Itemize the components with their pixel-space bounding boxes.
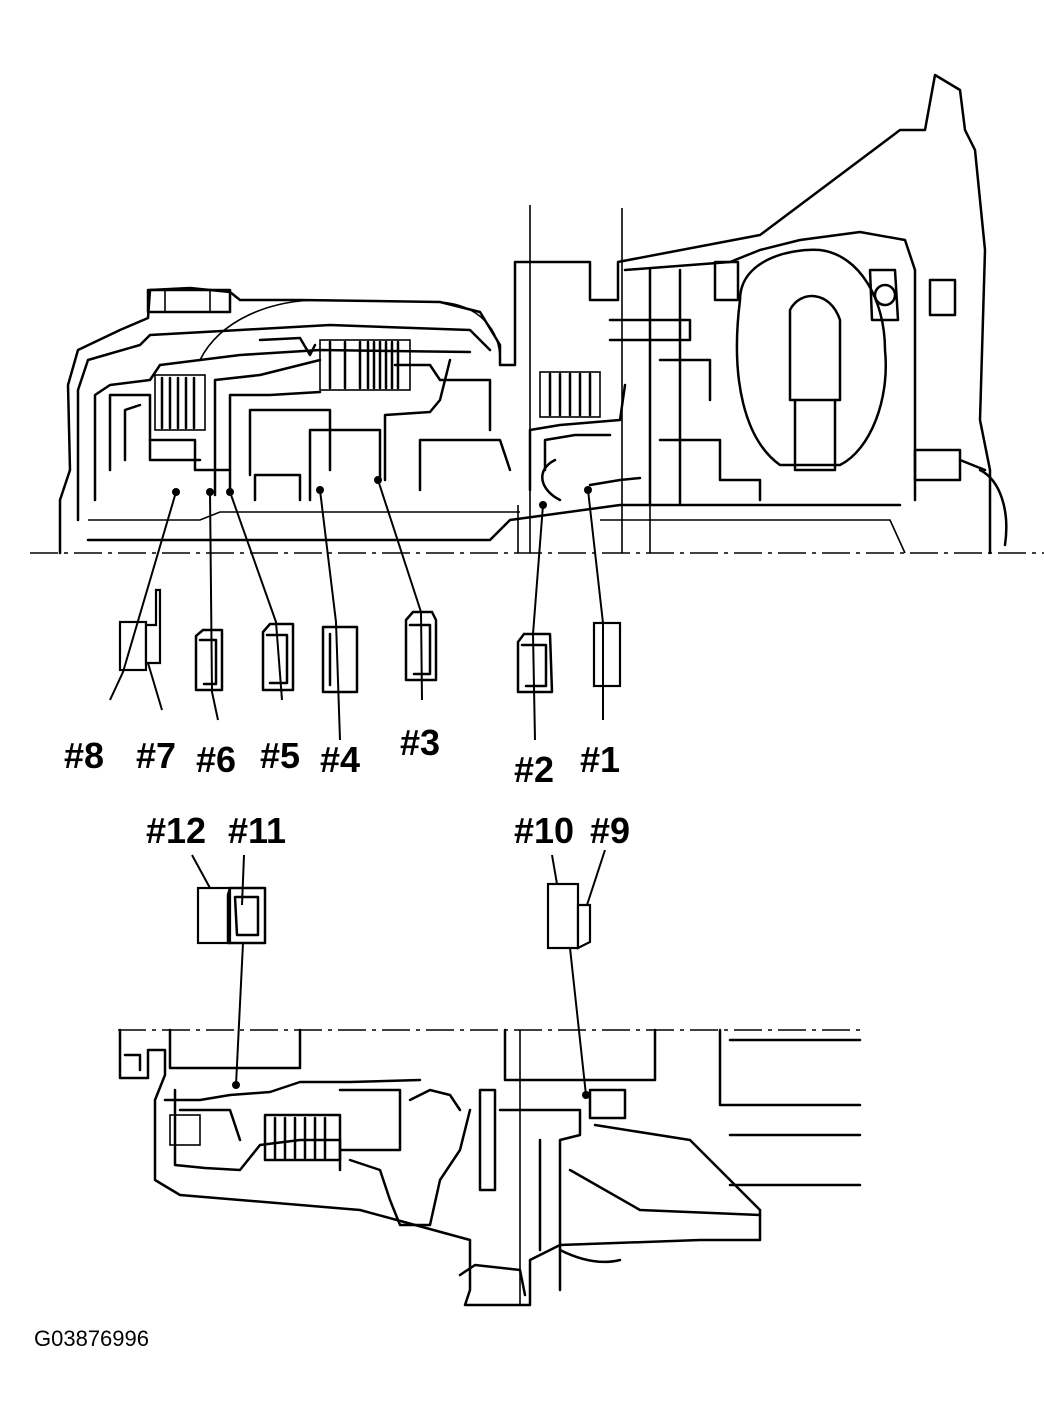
leader-lines-lower bbox=[191, 849, 606, 1096]
seal-4 bbox=[321, 625, 359, 694]
label-5: #5 bbox=[260, 735, 300, 776]
seal-12 bbox=[196, 886, 232, 945]
label-11: #11 bbox=[228, 810, 286, 851]
label-7: #7 bbox=[136, 735, 176, 776]
clutch-pack-center bbox=[319, 339, 411, 391]
clutch-pack-right bbox=[539, 371, 601, 418]
label-row-lower: #12 #11 #10 #9 bbox=[146, 810, 630, 851]
upper-transmission-cross-section bbox=[30, 73, 1044, 555]
label-8: #8 bbox=[64, 735, 104, 776]
label-row-upper: #8 #7 #6 #5 #4 #3 #2 #1 bbox=[64, 722, 620, 790]
label-6: #6 bbox=[196, 739, 236, 780]
leader-lines-upper bbox=[109, 479, 604, 741]
seal-9 bbox=[576, 903, 592, 950]
seal-8 bbox=[118, 620, 148, 672]
label-2: #2 bbox=[514, 749, 554, 790]
lower-transmission-cross-section bbox=[118, 1028, 862, 1307]
seal-parts-row bbox=[118, 588, 622, 694]
seal-10 bbox=[546, 882, 580, 950]
seal-6 bbox=[194, 628, 224, 692]
label-4: #4 bbox=[320, 739, 360, 780]
seal-2 bbox=[516, 632, 554, 694]
seal-7 bbox=[144, 588, 162, 665]
seal-11 bbox=[226, 886, 267, 945]
label-1: #1 bbox=[580, 739, 620, 780]
figure-id: G03876996 bbox=[34, 1326, 149, 1351]
clutch-pack-left bbox=[154, 374, 206, 431]
label-9: #9 bbox=[590, 810, 630, 851]
label-3: #3 bbox=[400, 722, 440, 763]
seal-parts-row-lower bbox=[196, 882, 592, 950]
label-12: #12 bbox=[146, 810, 206, 851]
seal-1 bbox=[592, 621, 622, 688]
label-10: #10 bbox=[514, 810, 574, 851]
